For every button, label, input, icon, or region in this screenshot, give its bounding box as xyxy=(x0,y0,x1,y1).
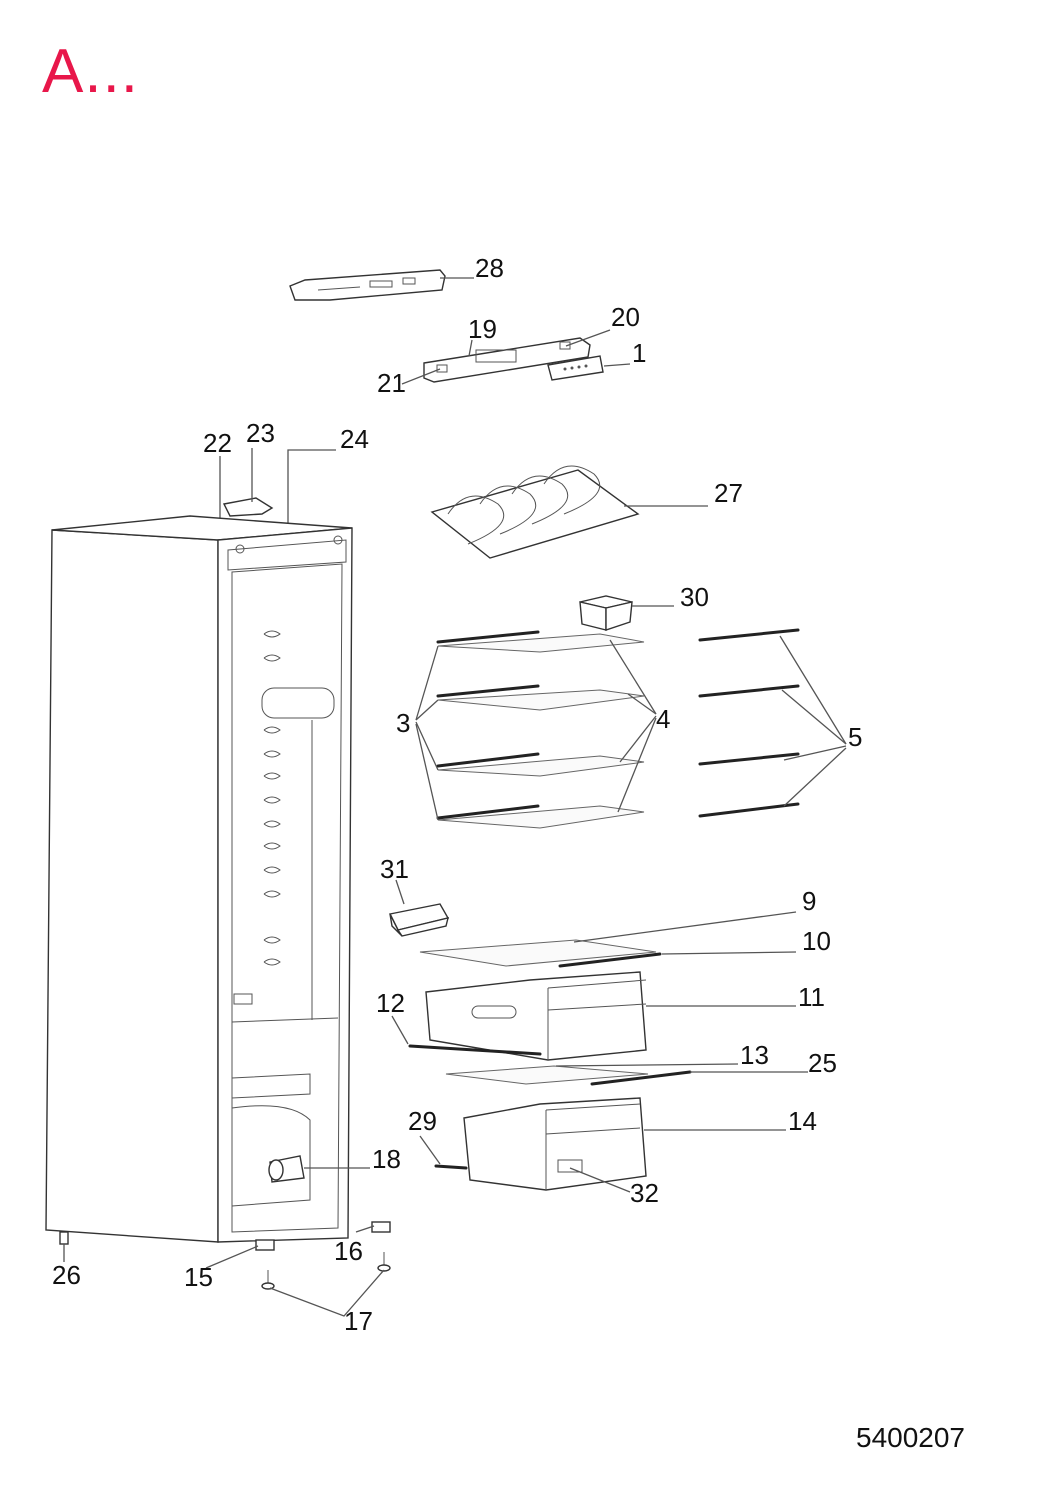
callout-26: 26 xyxy=(52,1260,81,1290)
page-title: A... xyxy=(42,37,140,106)
callout-29: 29 xyxy=(408,1106,437,1136)
leader-line xyxy=(395,879,405,905)
callout-12: 12 xyxy=(376,988,405,1018)
leader-lines-4 xyxy=(609,639,657,813)
leader-lines-3 xyxy=(415,645,439,821)
leader-line xyxy=(555,1063,739,1067)
part-egg-tray xyxy=(579,595,633,631)
part-control-housing xyxy=(423,337,591,383)
callout-17: 17 xyxy=(344,1306,373,1336)
callout-20: 20 xyxy=(611,302,640,332)
callout-31: 31 xyxy=(380,854,409,884)
part-glass-shelves xyxy=(436,630,645,829)
part-control-board xyxy=(289,269,446,301)
callout-27: 27 xyxy=(714,478,743,508)
callout-11: 11 xyxy=(798,982,825,1012)
part-control-panel-overlay xyxy=(547,355,604,381)
callout-32: 32 xyxy=(630,1178,659,1208)
leader-line xyxy=(287,449,336,545)
leader-line xyxy=(573,911,797,943)
leader-line xyxy=(401,368,441,385)
document-number: 5400207 xyxy=(856,1422,966,1453)
part-lower-cover xyxy=(445,1065,692,1086)
callout-14: 14 xyxy=(788,1106,817,1136)
part-cabinet xyxy=(45,515,353,1251)
leader-line xyxy=(391,1015,409,1045)
part-crisper-cover xyxy=(419,939,662,968)
callout-16: 16 xyxy=(334,1236,363,1266)
callout-3: 3 xyxy=(396,708,410,738)
leader-line xyxy=(355,1225,375,1233)
callout-15: 15 xyxy=(184,1262,213,1292)
callout-21: 21 xyxy=(377,368,406,398)
leader-line xyxy=(603,363,631,367)
callout-4: 4 xyxy=(656,704,670,734)
callout-24: 24 xyxy=(340,424,369,454)
leader-line xyxy=(661,951,797,955)
leader-line xyxy=(565,329,611,347)
callout-10: 10 xyxy=(802,926,831,956)
leader-line xyxy=(468,339,473,357)
callout-28: 28 xyxy=(475,253,504,283)
callout-9: 9 xyxy=(802,886,816,916)
leader-line xyxy=(419,1135,441,1165)
part-shelf-trims xyxy=(698,628,800,818)
callout-19: 19 xyxy=(468,314,497,344)
callout-30: 30 xyxy=(680,582,709,612)
part-wine-rack xyxy=(430,465,640,559)
callout-13: 13 xyxy=(740,1040,769,1070)
leader-line xyxy=(269,1269,385,1317)
callout-23: 23 xyxy=(246,418,275,448)
callout-22: 22 xyxy=(203,428,232,458)
part-lower-drawer xyxy=(434,1097,647,1191)
leader-line xyxy=(205,1245,259,1269)
callout-18: 18 xyxy=(372,1144,401,1174)
leader-lines-5 xyxy=(779,635,847,807)
callout-25: 25 xyxy=(808,1048,837,1078)
callout-5: 5 xyxy=(848,722,862,752)
part-upper-drawer xyxy=(408,971,647,1061)
callout-1: 1 xyxy=(632,338,646,368)
part-top-cover xyxy=(222,497,274,517)
part-small-box xyxy=(388,903,450,937)
leader-line xyxy=(569,1167,631,1193)
